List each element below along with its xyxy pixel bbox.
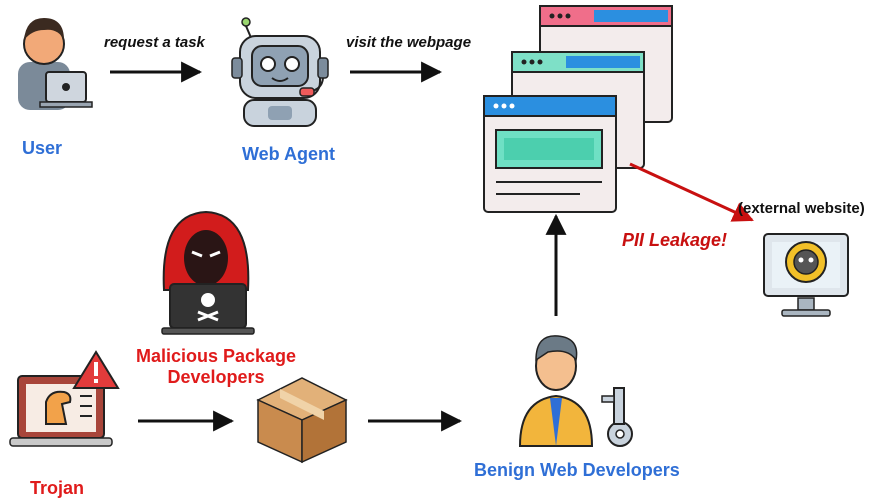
arrow-leak [629,162,754,222]
visit-webpage-label: visit the webpage [346,34,472,51]
pii-leakage-label: PII Leakage! [622,230,728,250]
web-agent-label: Web Agent [242,144,335,164]
benign-developers-label: Benign Web Developers [474,460,680,480]
robot-agent-icon [231,17,329,127]
external-website-label: (external website) [738,200,865,217]
malicious-line-1: Malicious Package [135,346,297,366]
skull-gear-monitor-icon [763,233,849,317]
hacker-laptop-icon [161,210,255,335]
malicious-line-2: Developers [167,367,265,387]
user-laptop-icon [18,18,93,110]
developer-with-key-icon [518,335,633,447]
user-label: User [22,138,63,158]
trojan-horse-laptop-icon [9,350,120,447]
browser-windows-icon [483,5,673,213]
malicious-developers-label: Malicious Package Developers [134,346,298,388]
request-task-label: request a task [104,34,205,51]
trojan-label: Trojan [30,478,85,498]
package-box-icon [256,377,348,464]
